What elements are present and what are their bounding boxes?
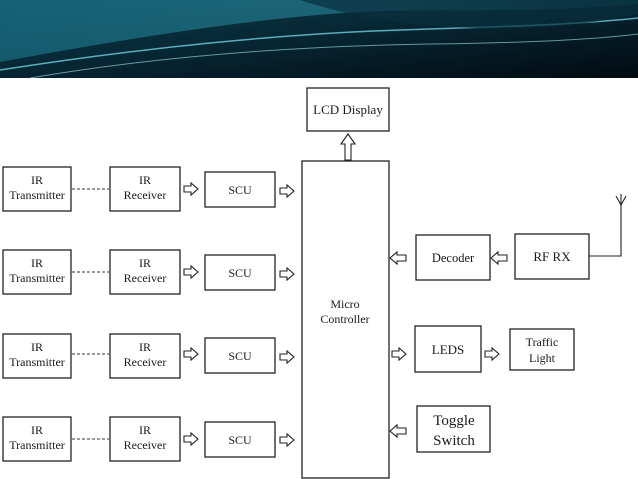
ir-transmitter-label-1: IR [31,423,43,437]
lcd-display-label: LCD Display [313,102,383,117]
decoder-to-mcu-arrow [389,251,407,265]
ir-receiver-label-2: Receiver [124,188,167,202]
banner-wave-swoosh [300,0,638,29]
toggle-switch-box [416,405,491,453]
micro-controller-label-1: Micro [330,297,359,311]
decoder-label: Decoder [432,251,475,265]
scu-box [204,254,276,291]
toggle-to-mcu-arrow [389,424,407,438]
rfrx-to-decoder-arrow [490,251,508,265]
scu-label: SCU [228,183,252,197]
scu-label: SCU [228,266,252,280]
ir-receiver-label-1: IR [139,256,151,270]
mcu-to-leds-arrow [391,347,407,361]
ir-transmitter-label-2: Transmitter [9,271,65,285]
scu-to-mcu-arrow [279,433,295,447]
ir-receiver-label-1: IR [139,340,151,354]
ir-transmitter-box [2,416,72,462]
ir-transmitter-label-2: Transmitter [9,355,65,369]
scu-label: SCU [228,349,252,363]
banner-wave [0,0,638,62]
receiver-to-scu-arrow [183,347,199,361]
toggle-switch-label-1: Toggle [433,413,475,429]
leds-label: LEDS [432,342,465,357]
ir-transmitter-label-2: Transmitter [9,188,65,202]
ir-receiver-box [109,166,181,212]
leds-to-traffic-arrow [484,347,500,361]
scu-box [204,421,276,458]
scu-to-mcu-arrow [279,184,295,198]
sensor-row-2: IR Transmitter IR Receiver SCU [2,249,295,295]
ir-receiver-label-2: Receiver [124,438,167,452]
micro-controller-box [301,160,390,479]
ir-transmitter-label-1: IR [31,340,43,354]
receiver-to-scu-arrow [183,432,199,446]
scu-box [204,337,276,374]
ir-transmitter-label-1: IR [31,256,43,270]
antenna-icon [589,194,627,257]
ir-transmitter-box [2,249,72,295]
traffic-light-label-1: Traffic [526,335,559,349]
ir-receiver-label-2: Receiver [124,271,167,285]
scu-box [204,171,276,208]
ir-transmitter-label-1: IR [31,173,43,187]
ir-receiver-box [109,333,181,379]
lcd-up-arrow [339,133,357,161]
scu-to-mcu-arrow [279,267,295,281]
ir-transmitter-label-2: Transmitter [9,438,65,452]
traffic-light-label-2: Light [529,351,556,365]
ir-transmitter-box [2,333,72,379]
traffic-light-box [509,328,575,371]
sensor-row-4: IR Transmitter IR Receiver SCU [2,416,295,462]
toggle-switch-label-2: Switch [433,433,475,449]
ir-transmitter-box [2,166,72,212]
ir-receiver-label-2: Receiver [124,355,167,369]
rf-rx-label: RF RX [533,249,571,264]
leds-box [414,325,482,373]
banner [0,0,638,78]
ir-receiver-box [109,416,181,462]
block-diagram: LCD Display Micro Controller IR Transmit… [2,87,627,479]
ir-receiver-label-1: IR [139,423,151,437]
scu-label: SCU [228,433,252,447]
rf-rx-box [514,233,590,280]
receiver-to-scu-arrow [183,265,199,279]
decoder-box [415,234,491,281]
scu-to-mcu-arrow [279,350,295,364]
lcd-display-box [306,87,390,132]
receiver-to-scu-arrow [183,182,199,196]
sensor-row-3: IR Transmitter IR Receiver SCU [2,333,295,379]
banner-wave-line [29,33,638,78]
ir-receiver-box [109,249,181,295]
sensor-row-1: IR Transmitter IR Receiver SCU [2,166,295,212]
ir-receiver-label-1: IR [139,173,151,187]
micro-controller-label-2: Controller [320,312,369,326]
